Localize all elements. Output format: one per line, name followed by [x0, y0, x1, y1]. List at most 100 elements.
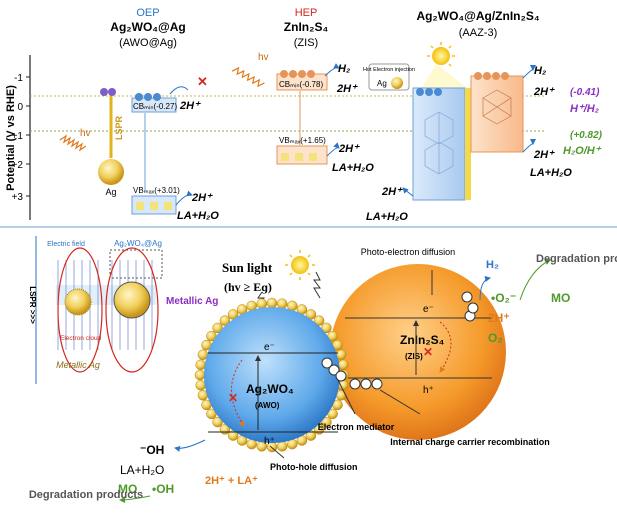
- ag-particle-icon: [276, 441, 288, 452]
- ag-particle-icon: [313, 315, 325, 326]
- ag-particle-icon: [276, 298, 288, 309]
- electron-icon: [100, 88, 108, 96]
- reaction-arrow: [522, 64, 536, 79]
- awo-electron-label: e⁻: [264, 342, 275, 353]
- hole-icon: [164, 202, 172, 210]
- zis-cb-label: CBₘᵢₙ(-0.78): [279, 80, 323, 89]
- ag-particle-icon: [219, 315, 231, 326]
- ag-particle-icon: [338, 359, 349, 371]
- light-wave-icon: [59, 134, 87, 152]
- ag-particle-shell: [194, 297, 350, 453]
- electron-mediator-label: Electron mediator: [318, 422, 395, 432]
- inset-awoag-label: Ag₂WO₄@Ag: [114, 239, 162, 248]
- electron-icon: [307, 70, 315, 78]
- awo-vb-label: VBₘₐₓ(+3.01): [133, 186, 180, 195]
- electron-cloud-ellipse: [105, 247, 159, 373]
- electron-cloud-label: Electron cloud: [60, 335, 102, 342]
- zis-recombination-path: [439, 321, 452, 373]
- sun-icon: [285, 250, 315, 280]
- ag-nanoparticle-icon: [391, 77, 403, 89]
- zis-vb-label: VBₘₐₓ(+1.65): [279, 136, 326, 145]
- electron-icon: [335, 370, 347, 382]
- recombination-cross-icon: ✕: [228, 391, 238, 405]
- col3-cb-product: H₂: [534, 65, 546, 77]
- col2-cb-reactant: 2H⁺: [336, 83, 358, 95]
- col1-cb-reactant: 2H⁺: [179, 100, 201, 112]
- y-tick: +1: [12, 131, 24, 142]
- o2-potential: (+0.82): [570, 130, 603, 141]
- col2-vb-reactant: LA+H₂O: [332, 162, 374, 174]
- energy-diagram-panel: Potential (V vs RHE) -1 0 +1 +2 +3 OEP A…: [5, 7, 603, 223]
- electron-icon: [108, 88, 116, 96]
- zis-name: ZnIn₂S₄: [400, 333, 445, 347]
- mechanism-scheme: Sun light (hv ≥ Eɡ) ZnIn₂S₄ (ZIS) e⁻ h⁺ …: [29, 247, 617, 503]
- ag-particle-icon: [194, 369, 206, 381]
- electric-field-label: Electric field: [47, 241, 85, 248]
- oep-tag: OEP: [136, 7, 159, 19]
- electron-icon: [425, 88, 433, 96]
- inset-lspr-label: LSPR >>>: [28, 286, 37, 324]
- y-tick: -1: [14, 73, 23, 84]
- lspr-inset: LSPR >>> Electric field Ag₂WO₄@Ag Electr…: [28, 236, 163, 384]
- zis-title: ZnIn₂S₄: [284, 20, 329, 34]
- hole-icon: [309, 153, 317, 161]
- electron-icon: [492, 72, 500, 80]
- electron-icon: [416, 88, 424, 96]
- recombination-label: Internal charge carrier recombination: [390, 437, 550, 447]
- awo-abbr: (AWO): [255, 401, 280, 410]
- y-axis-label: Potential (V vs RHE): [5, 85, 17, 191]
- electron-icon: [328, 364, 340, 376]
- ag-label: Ag: [377, 79, 387, 88]
- hep-tag: HEP: [295, 7, 318, 19]
- awo-name: Ag₂WO₄: [246, 382, 294, 396]
- ag-particle-icon: [195, 379, 206, 391]
- degradation-right-label: Degradation products: [536, 253, 617, 265]
- superoxide-radical: •O₂⁻: [491, 291, 516, 305]
- reaction-arrow: [519, 259, 551, 301]
- electron-cloud-ellipse: [57, 247, 103, 373]
- col1-vb-reactant: LA+H₂O: [177, 210, 219, 222]
- awoag-title: Ag₂WO₄@Ag: [110, 20, 185, 34]
- col1-vb-product: 2H⁺: [191, 192, 213, 204]
- hv-label: hv: [80, 128, 91, 139]
- awo-crystal-icon: [424, 111, 454, 175]
- metallic-ag-label: Metallic Ag: [166, 296, 218, 307]
- mo-left: MO: [118, 482, 137, 496]
- degradation-left-text: Degradation products: [29, 489, 143, 501]
- recombination-cross-icon: ✕: [423, 345, 433, 359]
- col3-left-reactant: LA+H₂O: [366, 211, 408, 223]
- reaction-arrow: [324, 63, 340, 77]
- electron-icon: [467, 302, 479, 314]
- photo-electron-diffusion-label: Photo-electron diffusion: [361, 247, 455, 257]
- ag-particle-icon: [321, 416, 332, 428]
- zis-abbr: (ZIS): [405, 352, 423, 361]
- interface-ag-layer: [465, 88, 471, 200]
- electron-icon: [483, 72, 491, 80]
- mo-right: MO: [551, 291, 570, 305]
- hole-icon: [295, 153, 303, 161]
- h2-product: H₂: [486, 259, 499, 271]
- sunlight-label: Sun light: [222, 260, 273, 275]
- zis-band-block: [470, 75, 524, 153]
- y-tick: +2: [12, 160, 24, 171]
- hv-label: hv: [258, 52, 269, 63]
- ag-label: Ag: [105, 187, 116, 197]
- awo-cb-label: CBₘᵢₙ(-0.27): [133, 102, 177, 111]
- hole-icon: [371, 378, 383, 390]
- light-wave-icon: [231, 66, 265, 88]
- y-tick: +3: [12, 192, 24, 203]
- awo-recombination-path: [231, 359, 245, 427]
- electron-icon: [321, 357, 333, 369]
- h-h2-potential: (-0.41): [570, 87, 600, 98]
- col3-right-reactant: LA+H₂O: [530, 167, 572, 179]
- sun-icon: [420, 42, 470, 90]
- pointer-line: [379, 389, 421, 415]
- pointer-line: [269, 445, 285, 459]
- hydroxyl-radical: •OH: [152, 482, 174, 496]
- h-h2-label: H⁺/H₂: [570, 103, 599, 115]
- reaction-arrow: [402, 187, 414, 197]
- ag-nanoparticle-icon: [64, 288, 92, 316]
- ag-particle-icon: [195, 359, 206, 371]
- sunlight-condition: (hv ≥ Eɡ): [224, 280, 272, 294]
